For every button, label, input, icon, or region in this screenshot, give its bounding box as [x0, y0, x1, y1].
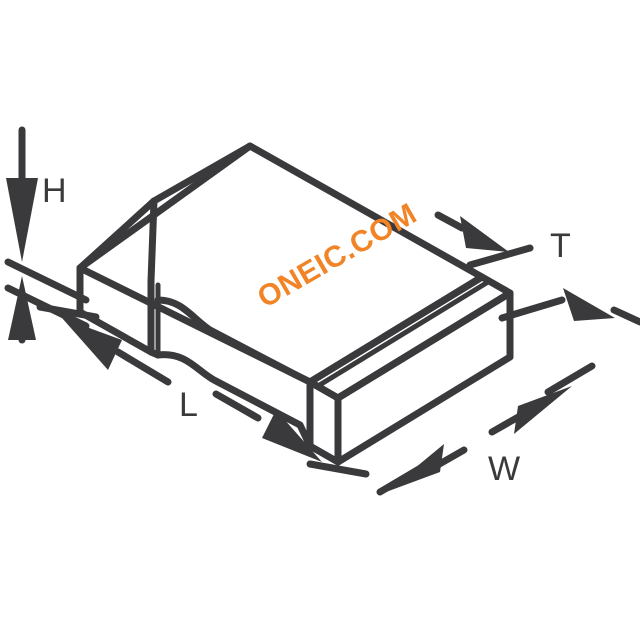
height-dimension-label: H	[42, 172, 67, 210]
width-far-extension-line	[544, 362, 596, 396]
thickness-upper-extension-line	[466, 244, 534, 269]
thickness-lower-extension-line	[498, 296, 566, 322]
height-bottom-arrow-head	[8, 276, 36, 340]
width-left-arrow-head	[386, 444, 444, 492]
height-upper-extension-line	[4, 258, 90, 304]
width-dimension-label: W	[488, 450, 521, 488]
left-end-face	[76, 264, 155, 356]
length-dimension-group	[36, 303, 370, 478]
length-right-arrow-shaft	[212, 390, 262, 422]
width-right-arrow-shaft	[488, 412, 524, 436]
height-top-arrow-head	[6, 178, 38, 262]
length-dimension-label: L	[179, 386, 198, 424]
chip-body-outline	[76, 142, 514, 466]
length-left-arrow-head	[62, 318, 122, 370]
length-left-extension-line	[36, 303, 100, 321]
thickness-lower-arrow-shaft	[610, 306, 640, 326]
right-termination-front-face	[306, 378, 342, 466]
length-right-arrow-head	[262, 410, 322, 462]
thickness-upper-arrow-head	[460, 216, 509, 252]
right-termination-top-inner-edge	[315, 279, 491, 389]
left-termination-side-band	[154, 296, 300, 379]
width-right-arrow-head	[514, 386, 572, 434]
width-dimension-group	[376, 362, 596, 496]
thickness-upper-arrow-shaft	[434, 211, 466, 232]
height-dimension-group	[4, 126, 90, 344]
length-right-extension-line	[306, 460, 370, 478]
body-lower-front-link	[296, 421, 314, 450]
right-termination-side-face	[334, 289, 514, 466]
thickness-lower-arrow-head	[563, 288, 615, 321]
left-termination-band-line	[147, 197, 158, 285]
left-termination-side-band-lower	[154, 351, 304, 429]
right-termination-top-face	[306, 273, 514, 402]
thickness-dimension-label: T	[550, 227, 571, 265]
length-left-arrow-shaft	[114, 348, 172, 386]
thickness-dimension-group	[434, 211, 640, 326]
